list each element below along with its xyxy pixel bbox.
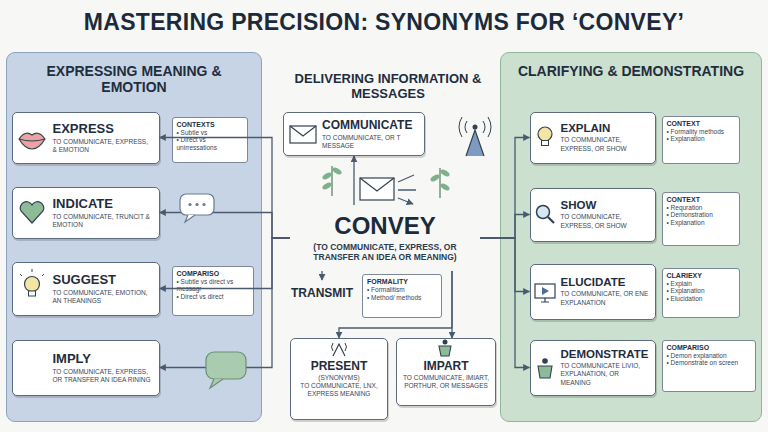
central-word: CONVEY — [300, 213, 470, 239]
context-bullet: • Elucidation — [667, 295, 735, 303]
envelope-body — [360, 178, 394, 200]
context-box: CLARIEXY• Explain• Explanation• Elucidat… — [662, 268, 740, 318]
synonym-box: EXPLAIN TO COMMUNICATE, EXPRESS, OR SHOW — [530, 112, 656, 164]
definition-text: TO COMMUNICATE LIVIO, EXPLANATION, OR ME… — [561, 362, 650, 386]
synonym-box: DEMONSTRATE TO COMMUNICATE LIVIO, EXPLANA… — [530, 340, 656, 396]
synonym-word: IMPART — [402, 359, 490, 373]
synonym-box: COMMUNICATE TO COMMUNICATE, OR T MESSAGE — [283, 112, 425, 156]
definition-text: TO COMMUNICATE, OR T MESSAGE — [322, 134, 419, 150]
definition-text: TO COMMUNICATE, IMIART, PORTHUR, OR MESS… — [402, 374, 490, 390]
context-bullet: • Subtle vs — [177, 129, 243, 137]
synonym-box: SHOW TO COMMUNICATE, EXPRESS, OR SHOW — [530, 188, 656, 242]
central-definition: (TO COMMUNICATE, EXPRESS, OR TRANSFER AN… — [300, 242, 470, 263]
context-bullet: • Explain — [667, 280, 735, 288]
synonym-word: ELUCIDATE — [561, 276, 650, 288]
definition-text: TO COMMUNICATE, LNX, EXPRESS MEANING — [296, 382, 382, 398]
sprig-leaf — [321, 171, 332, 180]
synonym-word: IMPLY — [53, 351, 154, 366]
context-box: COMPARISO• Demon explanation• Demonstrat… — [662, 340, 756, 392]
context-heading: CONTEXT — [667, 120, 735, 127]
synonym-word: DEMONSTRATE — [561, 348, 650, 360]
context-bullet: • Method/ methods — [367, 294, 437, 302]
tower-tip — [473, 125, 478, 130]
plant-sprig — [321, 166, 342, 196]
sprig-leaf — [439, 182, 450, 191]
context-bullet: • Demon explanation — [667, 352, 751, 360]
synonym-box: EXPRESS TO COMMUNICATE, EXPRESS, & EMOTIO… — [12, 112, 160, 164]
context-bullet: • Formality methods — [667, 128, 735, 136]
context-bullet: • Explanation — [667, 287, 735, 295]
synonym-word: EXPRESS — [53, 121, 154, 136]
context-bullet: • Direct vs direct — [177, 293, 249, 301]
sprig-leaf — [331, 166, 342, 175]
context-bullet: • Subtle vs direct vs messagr — [177, 278, 249, 294]
context-box: CONTEXTS• Subtle vs• Direct vs unirressa… — [172, 117, 248, 163]
context-box: CONTEXT• Formality methods• Explanation — [662, 116, 740, 164]
synonym-word: SHOW — [561, 199, 650, 211]
context-heading: COMPARISO — [667, 344, 751, 351]
sprig-leaf — [439, 168, 450, 177]
context-heading: CONTEXTS — [177, 121, 243, 128]
diagram-title: MASTERING PRECISION: SYNONYMS FOR ‘CONVE… — [0, 9, 768, 36]
sprig-stem — [331, 166, 332, 196]
sending-envelope-icon — [360, 175, 416, 204]
tower-body — [466, 130, 484, 156]
panel-heading: EXPRESSING MEANING & EMOTION — [7, 53, 261, 95]
panel-heading: CLARIFYING & DEMONSTRATING — [501, 53, 761, 79]
context-heading: CLARIEXY — [667, 272, 735, 279]
synonym-label: TRANSMIT — [288, 280, 356, 306]
definition-text: TO COMMUNICATE, EXPRESS, OR TRANSFER AN … — [53, 368, 154, 384]
connector-arrow — [339, 271, 452, 338]
sprig-leaf — [321, 181, 332, 190]
definition-text: TO COMMUNICATE, EMOTION, AN THEANINGS — [53, 289, 154, 305]
synonym-box: SUGGEST TO COMMUNICATE, EMOTION, AN THEAN… — [12, 262, 160, 316]
synonym-box: IMPLY TO COMMUNICATE, EXPRESS, OR TRANSFE… — [12, 340, 160, 396]
context-box: CONTEXT• Requration• Demonstration• Expl… — [662, 192, 740, 246]
synonym-word: SUGGEST — [53, 272, 154, 287]
definition-text: (SYNONYMS) — [296, 374, 382, 382]
synonym-word: EXPLAIN — [561, 122, 650, 134]
connector-arrow — [451, 271, 452, 338]
definition-text: TO COMMUNICATE, OR ENE EXPLANATION — [561, 290, 650, 306]
definition-text: TO COMMUNICATE, EXPRESS, OR SHOW — [561, 136, 650, 152]
context-box: FORMALITY• Formalitism• Method/ methods — [362, 274, 442, 318]
motion-arrows — [398, 175, 416, 204]
definition-text: TO COMMUNICATE, EXPRESS, OR SHOW — [561, 213, 650, 229]
synonym-box: PRESENT(SYNONYMS)TO COMMUNICATE, LNX, EX… — [290, 338, 388, 420]
context-heading: FORMALITY — [367, 278, 437, 285]
context-bullet: • Demonstrate on screen — [667, 359, 751, 367]
envelope-flap — [360, 178, 394, 191]
plant-sprig — [429, 168, 450, 198]
sprig-stem — [439, 168, 440, 198]
context-bullet: • Explanation — [667, 219, 735, 227]
radio-waves — [459, 117, 491, 137]
synonym-word: COMMUNICATE — [322, 118, 419, 132]
context-bullet: • Demonstration — [667, 211, 735, 219]
category-panel: CLARIFYING & DEMONSTRATING EXPLAIN TO COMM… — [500, 52, 762, 422]
context-bullet: • Formalitism — [367, 286, 437, 294]
context-box: COMPARISO• Subtle vs direct vs messagr• … — [172, 266, 254, 316]
synonym-box: ELUCIDATE TO COMMUNICATE, OR ENE EXPLANAT… — [530, 264, 656, 320]
synonym-word: TRANSMIT — [291, 286, 353, 300]
section-heading: DELIVERING INFORMATION & MESSAGES — [283, 72, 493, 102]
context-heading: COMPARISO — [177, 270, 249, 277]
context-bullet: • Direct vs unirressations — [177, 136, 243, 152]
synonym-word: INDICATE — [53, 196, 154, 211]
synonym-word: PRESENT — [296, 359, 382, 373]
synonym-box: IMPARTTO COMMUNICATE, IMIART, PORTHUR, O… — [396, 338, 496, 406]
definition-text: TO COMMUNICATE, TRUNCIT & EMOTION — [53, 213, 154, 229]
definition-text: TO COMMUNICATE, EXPRESS, & EMOTION — [53, 138, 154, 154]
connector-arrow — [353, 156, 354, 205]
sprig-leaf — [429, 173, 440, 182]
central-term: CONVEY (TO COMMUNICATE, EXPRESS, OR TRANS… — [290, 205, 480, 271]
radio-tower-icon — [459, 117, 491, 156]
context-bullet: • Requration — [667, 204, 735, 212]
context-bullet: • Explanation — [667, 135, 735, 143]
connector-arrow — [321, 271, 322, 280]
context-heading: CONTEXT — [667, 196, 735, 203]
synonym-box: INDICATE TO COMMUNICATE, TRUNCIT & EMOTIO… — [12, 187, 160, 239]
category-panel: EXPRESSING MEANING & EMOTION EXPRESS TO CO… — [6, 52, 262, 422]
